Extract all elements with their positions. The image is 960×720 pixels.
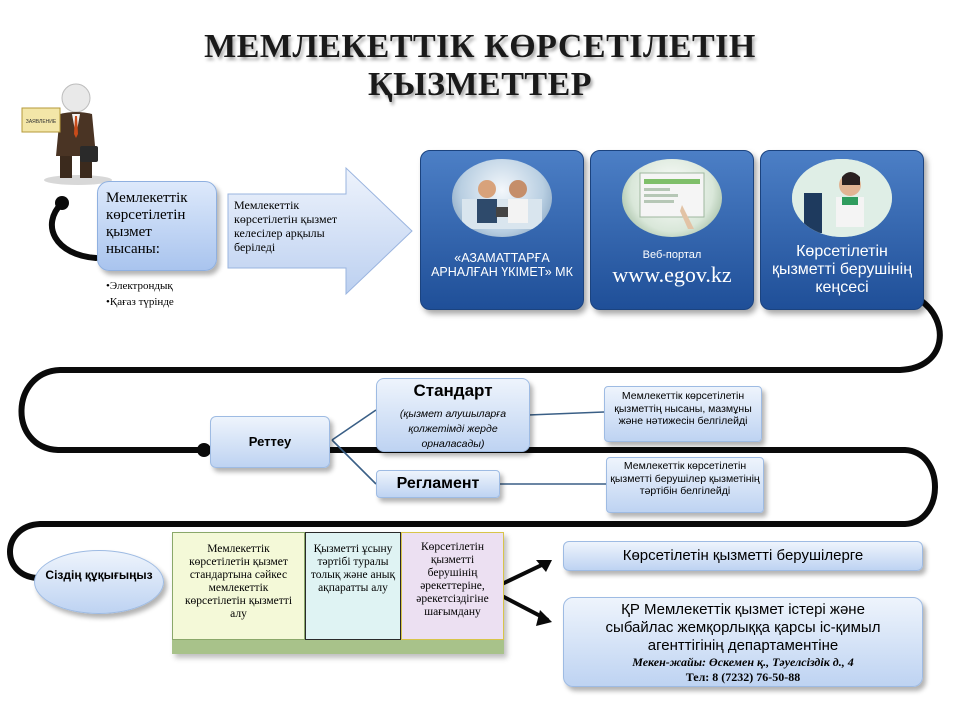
delivery-arrow: Мемлекеттік көрсетілетін қызмет келесіле…: [226, 166, 416, 296]
tile-government-center-label: «АЗАМАТТАРҒА АРНАЛҒАН ҮКІМЕТ» МК: [431, 251, 573, 279]
rights-cell: Көрсетілетін қызметті берушінің әрекетте…: [401, 532, 504, 640]
person-figure: ЗАЯВЛЕНИЕ: [20, 80, 120, 190]
agency-line-3: агенттігінің департаментіне: [647, 637, 839, 654]
flow-node-regulation: [197, 443, 211, 457]
complaint-target-provider: Көрсетілетін қызметті берушілерге: [563, 541, 923, 571]
agency-line-2: сыбайлас жемқорлыққа қарсы іс-қимыл: [605, 619, 881, 636]
form-list-item: •Электрондық: [106, 280, 173, 292]
flow-segment-start: [49, 200, 99, 261]
service-form-label: Мемлекеттік көрсетілетін қызмет нысаны:: [106, 190, 188, 257]
tile-provider-office-label: Көрсетілетін қызметті берушінің кеңсесі: [771, 243, 913, 296]
rights-label: Сіздің құқығыңыз: [45, 568, 153, 582]
flow-segment-lower: [7, 447, 938, 581]
service-form-box: Мемлекеттік көрсетілетін қызмет нысаны:: [97, 181, 217, 271]
page-title: МЕМЛЕКЕТТІК КӨРСЕТІЛЕТІН ҚЫЗМЕТТЕР: [120, 28, 840, 104]
standard-box: Стандарт (қызмет алушыларға қолжетімді ж…: [376, 378, 530, 452]
sign-text: ЗАЯВЛЕНИЕ: [26, 119, 57, 125]
tile-egov-link[interactable]: www.egov.kz: [612, 262, 732, 287]
flow-segment-middle: [18, 297, 943, 453]
tile-government-center: «АЗАМАТТАРҒА АРНАЛҒАН ҮКІМЕТ» МК: [420, 150, 584, 310]
tile-provider-office: Көрсетілетін қызметті берушінің кеңсесі: [760, 150, 924, 310]
standard-subtitle: (қызмет алушыларға қолжетімді жерде орна…: [399, 408, 507, 450]
delivery-arrow-label: Мемлекеттік көрсетілетін қызмет келесіле…: [234, 198, 338, 254]
reglament-note: Мемлекеттік көрсетілетін қызметті беруші…: [610, 460, 760, 497]
reglament-note-box: Мемлекеттік көрсетілетін қызметті беруші…: [606, 457, 764, 513]
complaint-target-agency: ҚР Мемлекеттік қызмет істері және сыбайл…: [563, 597, 923, 687]
rights-cell: Мемлекеттік көрсетілетін қызмет стандарт…: [172, 532, 305, 640]
web-portal-icon: [622, 159, 722, 237]
reglament-box: Регламент: [376, 470, 500, 498]
form-list: •Электрондық •Қағаз түрінде: [96, 278, 174, 310]
arrow-head-upper: [536, 560, 552, 572]
agency-address: Мекен-жайы: Өскемен қ., Тәуелсіздік д., …: [632, 655, 854, 669]
title-line-1: МЕМЛЕКЕТТІК КӨРСЕТІЛЕТІН: [204, 28, 756, 65]
agency-phone: Тел: 8 (7232) 76-50-88: [685, 670, 801, 684]
tile-egov-caption: Веб-портал: [642, 249, 702, 261]
arrow-shape: [227, 166, 413, 296]
regulation-box: Реттеу: [210, 416, 330, 468]
rights-ellipse: Сіздің құқығыңыз: [34, 550, 164, 614]
rights-table: Мемлекеттік көрсетілетін қызмет стандарт…: [172, 532, 504, 654]
flow-node-start: [55, 196, 69, 210]
tile-egov-portal: Веб-портал www.egov.kz: [590, 150, 754, 310]
rights-cell: Қызметті ұсыну тәртібі туралы толық және…: [305, 532, 401, 640]
standard-note: Мемлекеттік көрсетілетін қызметтің нысан…: [614, 390, 752, 427]
standard-note-box: Мемлекеттік көрсетілетін қызметтің нысан…: [604, 386, 762, 442]
form-list-item: •Қағаз түрінде: [106, 296, 174, 308]
standard-title: Стандарт: [413, 381, 493, 400]
arrow-head-lower: [536, 610, 552, 626]
regulation-label: Реттеу: [248, 434, 292, 449]
provider-office-photo-icon: [792, 159, 892, 237]
regulation-branches: [331, 409, 606, 485]
agency-line-1: ҚР Мемлекеттік қызмет істері және: [621, 601, 865, 618]
complaint-target-provider-label: Көрсетілетін қызметті берушілерге: [622, 547, 864, 564]
title-line-2: ҚЫЗМЕТТЕР: [367, 66, 593, 103]
businessman-icon: ЗАЯВЛЕНИЕ: [21, 83, 112, 185]
reglament-title: Регламент: [396, 475, 480, 492]
office-photo-icon: [452, 159, 552, 237]
